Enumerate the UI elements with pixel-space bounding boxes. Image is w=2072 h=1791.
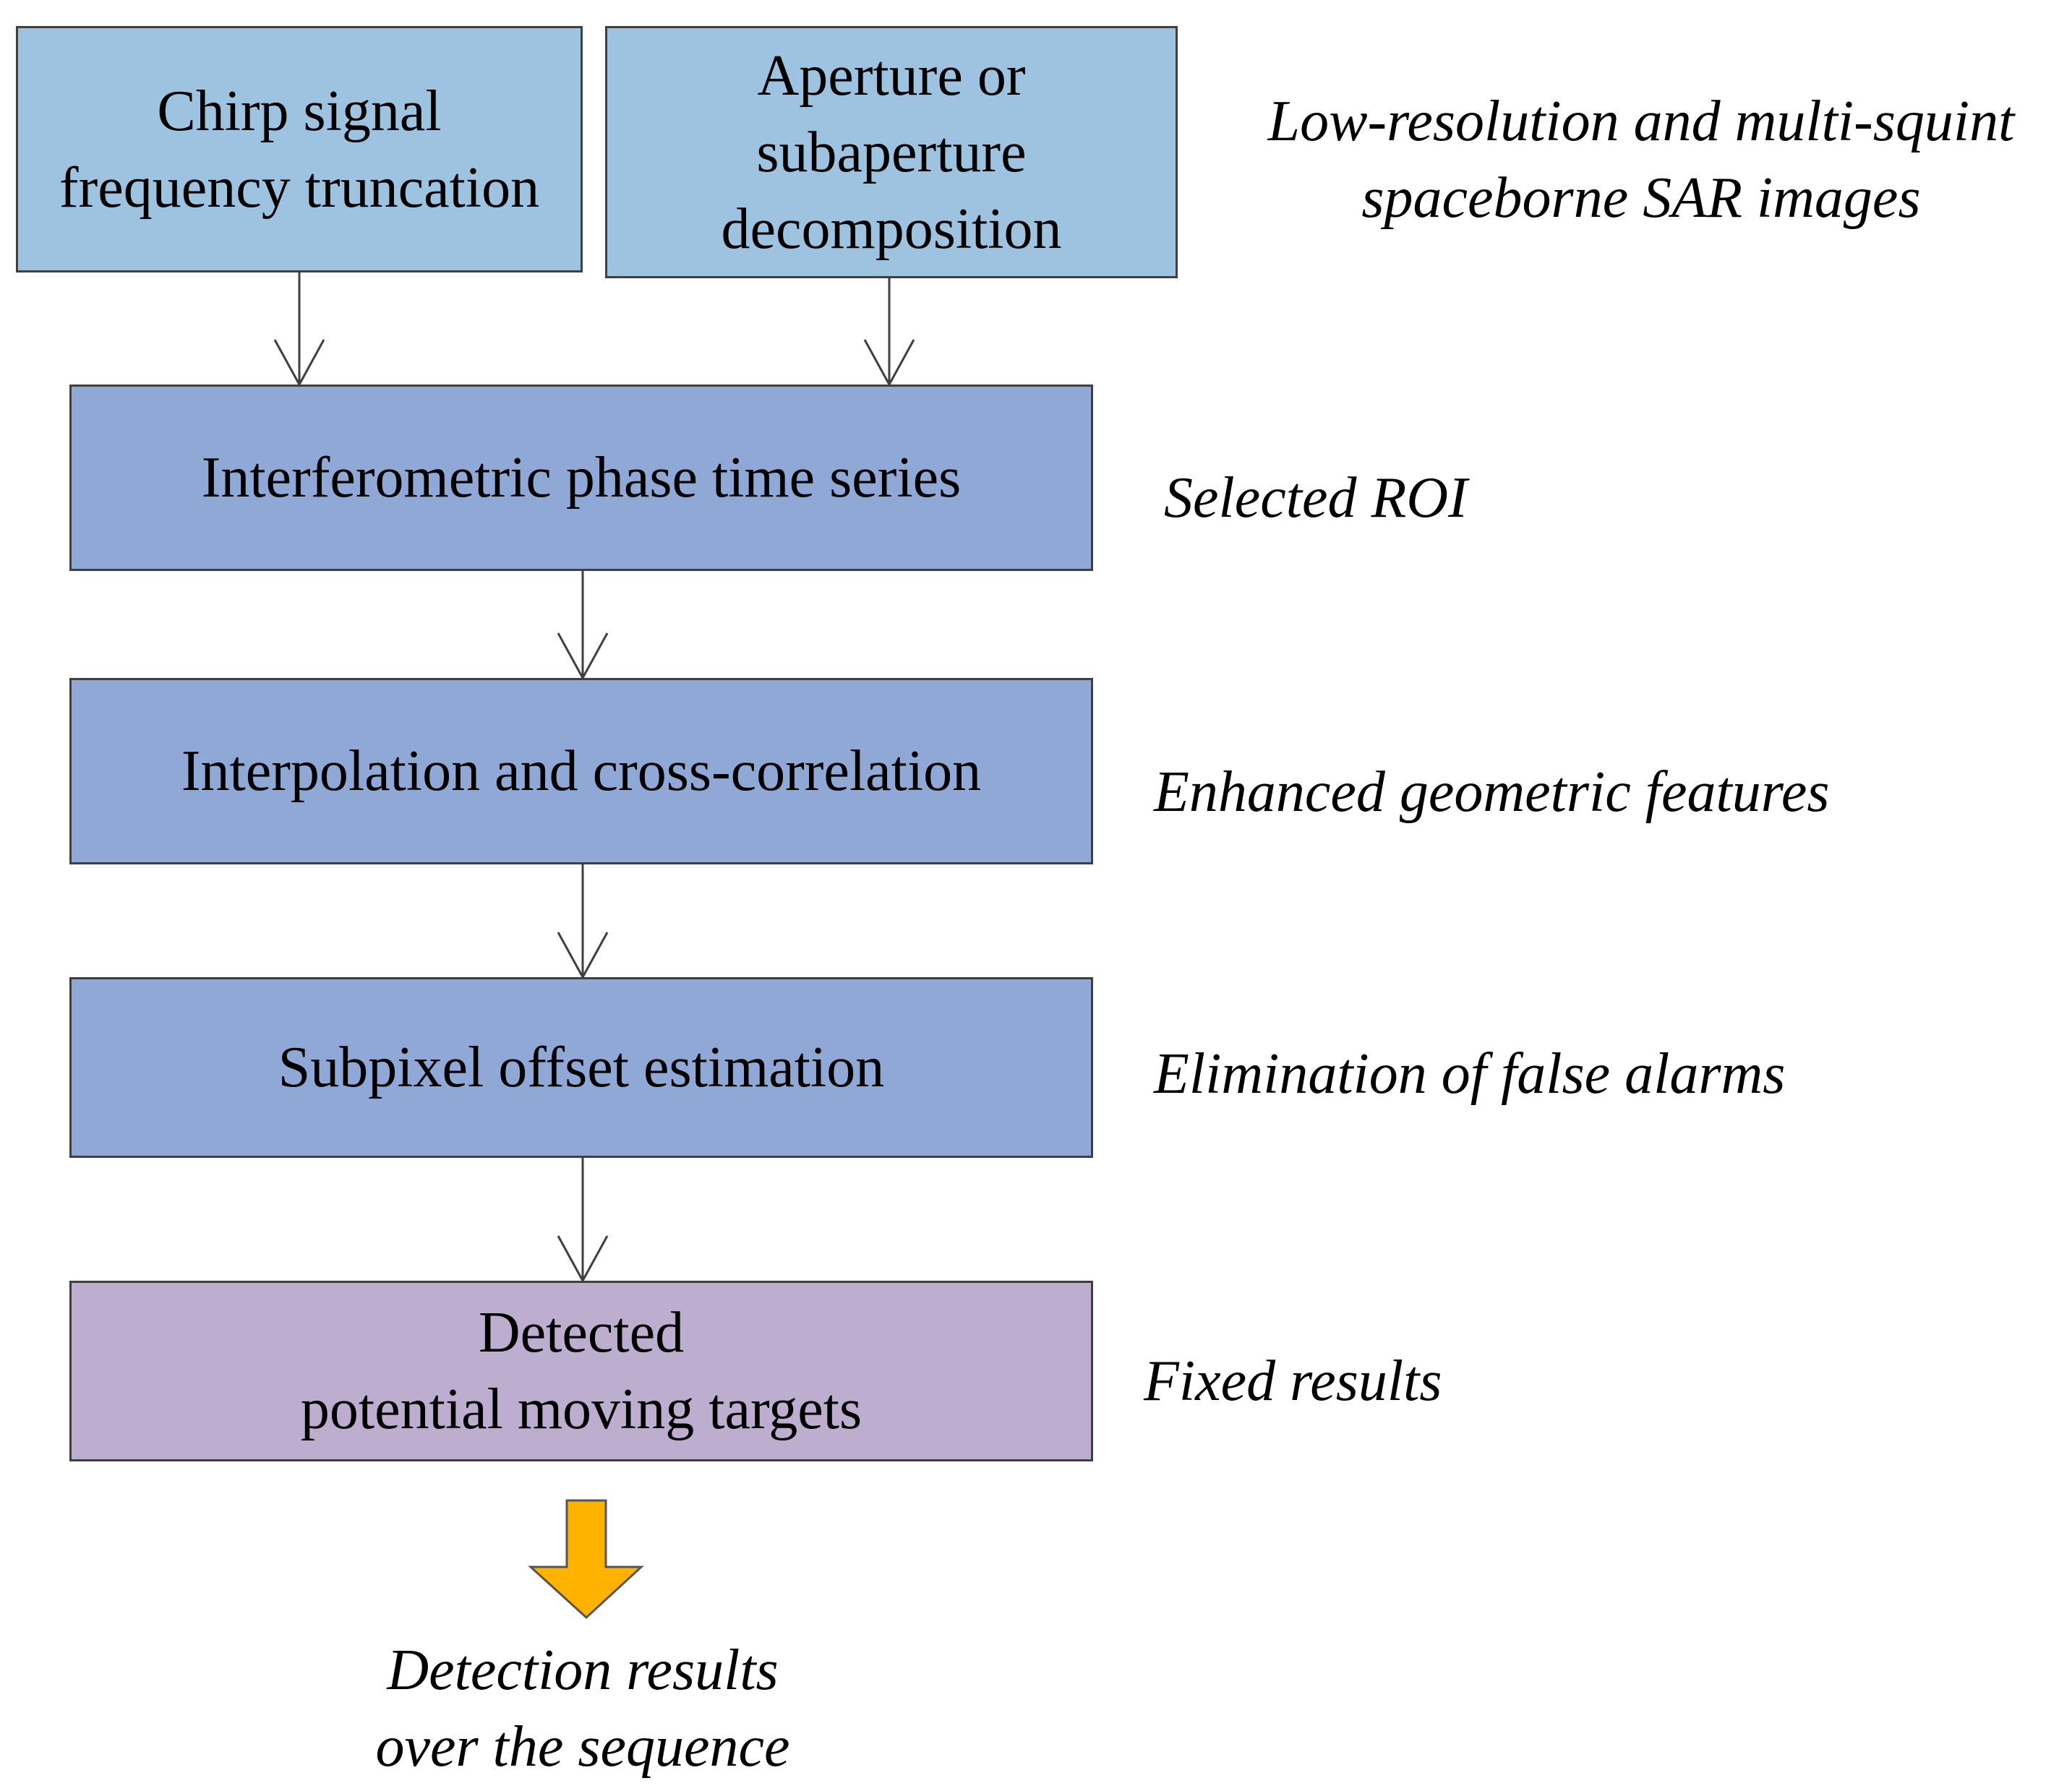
- arrow-chirp-to-interferometric: [273, 271, 325, 387]
- subpixel-offset-box: Subpixel offset estimation: [69, 977, 1093, 1158]
- arrow-subpixel-to-detected: [557, 1158, 609, 1284]
- interferometric-phase-label: Interferometric phase time series: [201, 446, 962, 510]
- aperture-decomposition-label: Aperture or subaperture decomposition: [721, 43, 1062, 261]
- chirp-signal-label: Chirp signal frequency truncation: [59, 79, 540, 220]
- interpolation-label: Interpolation and cross-correlation: [181, 739, 982, 803]
- selected-roi-annotation: Selected ROI: [1164, 466, 1468, 530]
- aperture-decomposition-box: Aperture or subaperture decomposition: [605, 26, 1178, 278]
- interpolation-box: Interpolation and cross-correlation: [69, 678, 1093, 864]
- interferometric-phase-box: Interferometric phase time series: [69, 385, 1093, 571]
- input-images-annotation: Low-resolution and multi-squint spacebor…: [1267, 90, 2015, 230]
- enhanced-features-annotation: Enhanced geometric features: [1154, 760, 1830, 824]
- big-down-arrow: [528, 1499, 644, 1620]
- arrow-interferometric-to-interpolation: [557, 571, 609, 681]
- false-alarms-annotation: Elimination of false alarms: [1154, 1042, 1786, 1106]
- sequence-results-annotation: Detection results over the sequence: [375, 1638, 790, 1779]
- subpixel-offset-label: Subpixel offset estimation: [278, 1036, 885, 1099]
- arrow-interpolation-to-subpixel: [557, 864, 609, 980]
- arrow-aperture-to-interferometric: [863, 271, 915, 387]
- detected-targets-label: Detected potential moving targets: [300, 1301, 862, 1441]
- chirp-signal-box: Chirp signal frequency truncation: [16, 26, 583, 272]
- detected-targets-box: Detected potential moving targets: [69, 1281, 1093, 1461]
- fixed-results-annotation: Fixed results: [1144, 1349, 1442, 1413]
